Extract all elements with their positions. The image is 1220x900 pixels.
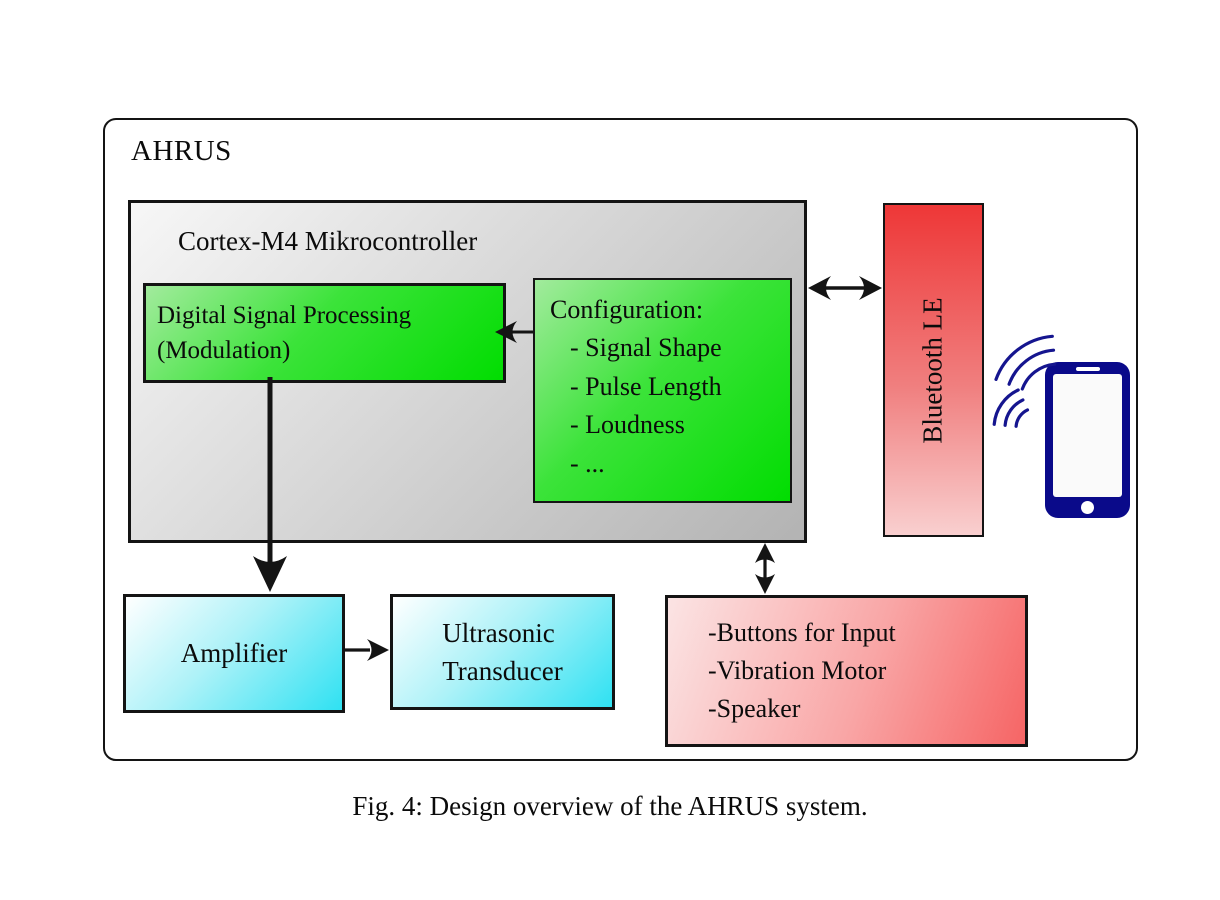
bluetooth-label: Bluetooth LE	[918, 296, 949, 444]
peripherals-item: -Speaker	[708, 694, 801, 724]
configuration-item: - Signal Shape	[570, 333, 722, 363]
phone-screen	[1053, 374, 1122, 497]
system-label: AHRUS	[131, 135, 232, 167]
dsp-block: Digital Signal Processing (Modulation)	[143, 283, 506, 383]
phone-home-button	[1081, 501, 1094, 514]
dsp-line2: (Modulation)	[157, 337, 291, 364]
transducer-block: Ultrasonic Transducer	[390, 594, 615, 710]
smartphone-icon	[1045, 362, 1130, 518]
peripherals-item: -Buttons for Input	[708, 617, 896, 647]
bluetooth-block: Bluetooth LE	[883, 203, 984, 537]
configuration-item: - Loudness	[570, 410, 685, 440]
figure-caption: Fig. 4: Design overview of the AHRUS sys…	[352, 791, 868, 821]
microcontroller-title: Cortex-M4 Mikrocontroller	[178, 226, 478, 256]
amplifier-label: Amplifier	[180, 638, 288, 668]
configuration-block: Configuration: - Signal Shape - Pulse Le…	[533, 278, 792, 503]
transducer-line2: Transducer	[442, 656, 563, 686]
configuration-title: Configuration:	[550, 295, 704, 324]
phone-speaker-slot	[1076, 367, 1100, 371]
peripherals-item: -Vibration Motor	[708, 655, 887, 685]
configuration-item: - ...	[570, 448, 605, 478]
dsp-line1: Digital Signal Processing	[157, 301, 412, 329]
configuration-item: - Pulse Length	[570, 371, 722, 401]
peripherals-block: -Buttons for Input -Vibration Motor -Spe…	[665, 595, 1028, 747]
amplifier-block: Amplifier	[123, 594, 345, 713]
transducer-line1: Ultrasonic	[442, 617, 555, 648]
